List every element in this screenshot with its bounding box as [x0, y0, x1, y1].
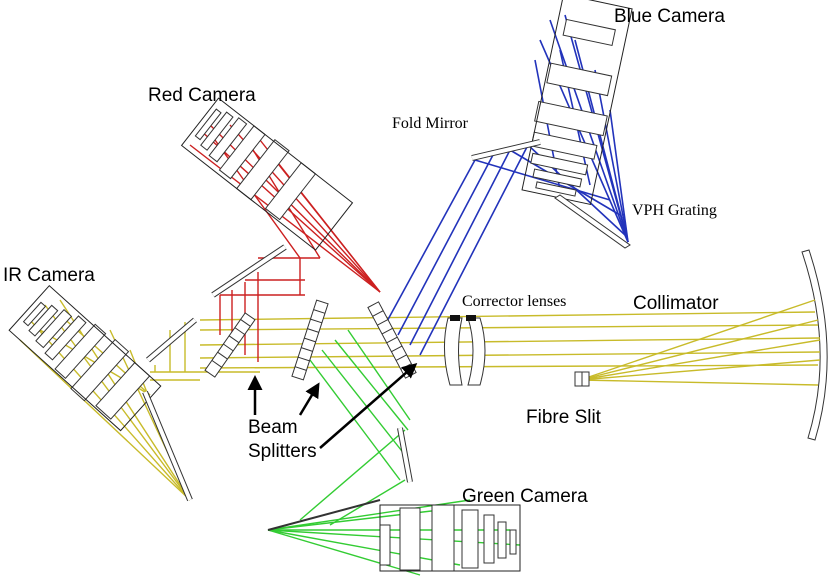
green-beam [267, 329, 521, 576]
label-corrector-lenses: Corrector lenses [462, 293, 566, 310]
label-ir-camera: IR Camera [3, 265, 95, 286]
beam-splitter-arrows [247, 363, 418, 449]
label-beam-splitters-line1: Beam [248, 417, 298, 438]
green-camera-optics [267, 427, 521, 572]
label-beam-splitters-line2: Splitters [248, 441, 317, 462]
corrector-lenses [443, 315, 486, 386]
ir-camera-optics [8, 284, 197, 502]
blue-camera-optics [471, 0, 633, 249]
label-fold-mirror: Fold Mirror [392, 115, 469, 132]
collimator-mirror [801, 249, 828, 441]
label-vph-grating: VPH Grating [632, 202, 717, 219]
fibre-slit [574, 371, 590, 387]
red-camera-optics [180, 97, 354, 298]
label-collimator: Collimator [633, 293, 719, 314]
beam-splitters [204, 299, 417, 381]
label-green-camera: Green Camera [462, 486, 588, 507]
label-fibre-slit: Fibre Slit [526, 407, 602, 428]
yellow-beam [19, 299, 821, 501]
label-red-camera: Red Camera [148, 85, 256, 106]
label-blue-camera: Blue Camera [614, 6, 725, 27]
